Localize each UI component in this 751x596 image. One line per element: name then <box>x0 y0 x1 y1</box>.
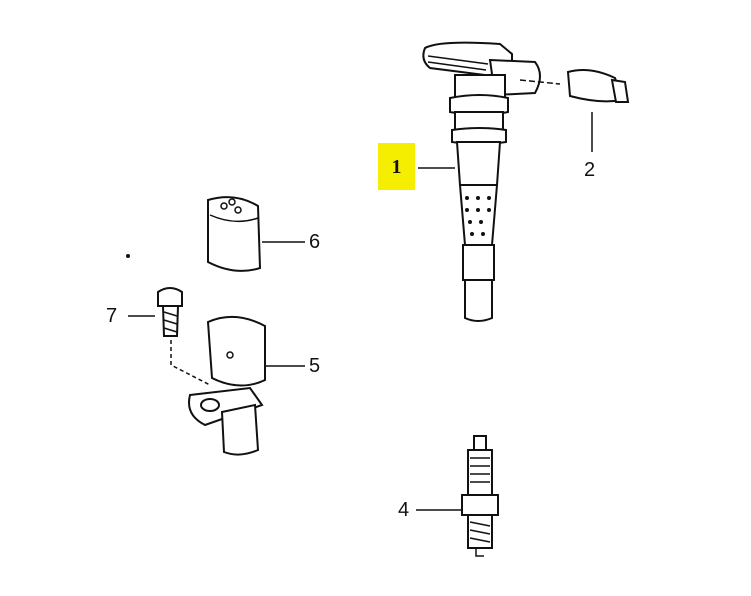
spark-plug-part[interactable] <box>461 435 499 557</box>
bolt-part[interactable] <box>157 287 211 386</box>
sensor-connector-part[interactable] <box>207 196 262 272</box>
leader-lines <box>128 112 593 511</box>
callout-5[interactable]: 5 <box>309 355 321 377</box>
callout-2[interactable]: 2 <box>584 159 596 181</box>
stray-dot <box>126 254 130 258</box>
callout-6[interactable]: 6 <box>309 231 321 253</box>
callout-7[interactable]: 7 <box>106 305 118 327</box>
speed-sensor-part[interactable] <box>188 315 266 456</box>
callout-4[interactable]: 4 <box>398 499 410 521</box>
connector-plug-part[interactable] <box>519 69 630 103</box>
callout-1-highlighted[interactable]: 1 <box>378 143 415 190</box>
ignition-coil-part[interactable] <box>422 41 541 322</box>
